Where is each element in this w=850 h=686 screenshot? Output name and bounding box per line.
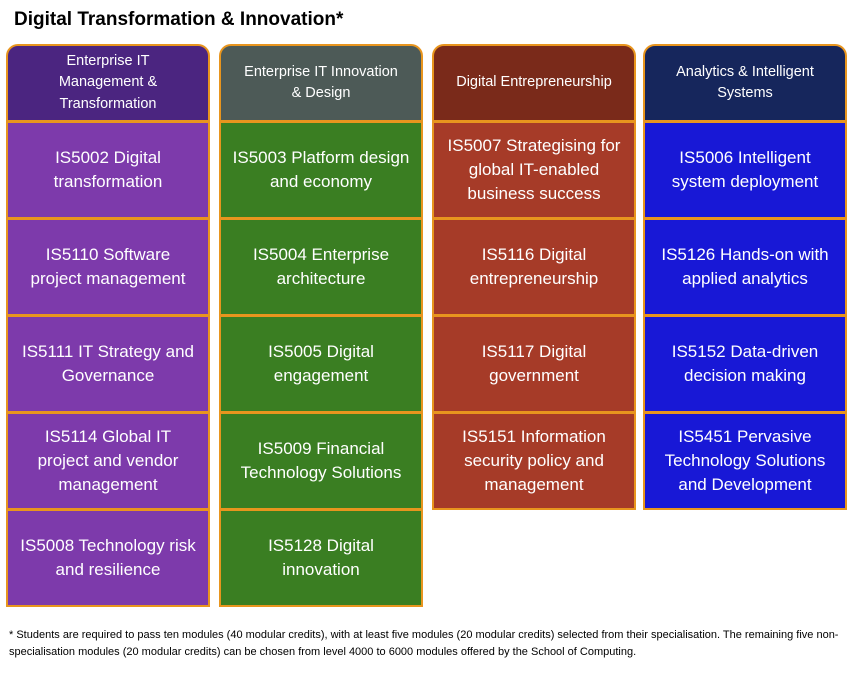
column-enterprise-it-innovation: Enterprise IT Innovation & Design IS5003… <box>219 44 423 607</box>
module-box: IS5008 Technology risk and resilience <box>6 510 210 607</box>
column-header: Digital Entrepreneurship <box>432 44 636 122</box>
module-box: IS5128 Digital innovation <box>219 510 423 607</box>
module-box: IS5151 Information security policy and m… <box>432 413 636 510</box>
module-box: IS5110 Software project management <box>6 219 210 316</box>
module-box: IS5116 Digital entrepreneurship <box>432 219 636 316</box>
module-box: IS5009 Financial Technology Solutions <box>219 413 423 510</box>
module-box: IS5003 Platform design and economy <box>219 122 423 219</box>
module-box: IS5152 Data-driven decision making <box>643 316 847 413</box>
column-header: Enterprise IT Management & Transformatio… <box>6 44 210 122</box>
footnote: * Students are required to pass ten modu… <box>9 629 839 658</box>
module-box: IS5007 Strategising for global IT-enable… <box>432 122 636 219</box>
column-digital-entrepreneurship: Digital Entrepreneurship IS5007 Strategi… <box>432 44 636 510</box>
module-box: IS5126 Hands-on with applied analytics <box>643 219 847 316</box>
module-box: IS5114 Global IT project and vendor mana… <box>6 413 210 510</box>
column-enterprise-it-management: Enterprise IT Management & Transformatio… <box>6 44 210 607</box>
module-box: IS5111 IT Strategy and Governance <box>6 316 210 413</box>
module-box: IS5451 Pervasive Technology Solutions an… <box>643 413 847 510</box>
module-box: IS5005 Digital engagement <box>219 316 423 413</box>
column-analytics-intelligent-systems: Analytics & Intelligent Systems IS5006 I… <box>643 44 847 510</box>
column-header: Enterprise IT Innovation & Design <box>219 44 423 122</box>
module-box: IS5004 Enterprise architecture <box>219 219 423 316</box>
module-box: IS5117 Digital government <box>432 316 636 413</box>
module-box: IS5006 Intelligent system deployment <box>643 122 847 219</box>
column-header: Analytics & Intelligent Systems <box>643 44 847 122</box>
page-title: Digital Transformation & Innovation* <box>14 9 344 30</box>
module-box: IS5002 Digital transformation <box>6 122 210 219</box>
